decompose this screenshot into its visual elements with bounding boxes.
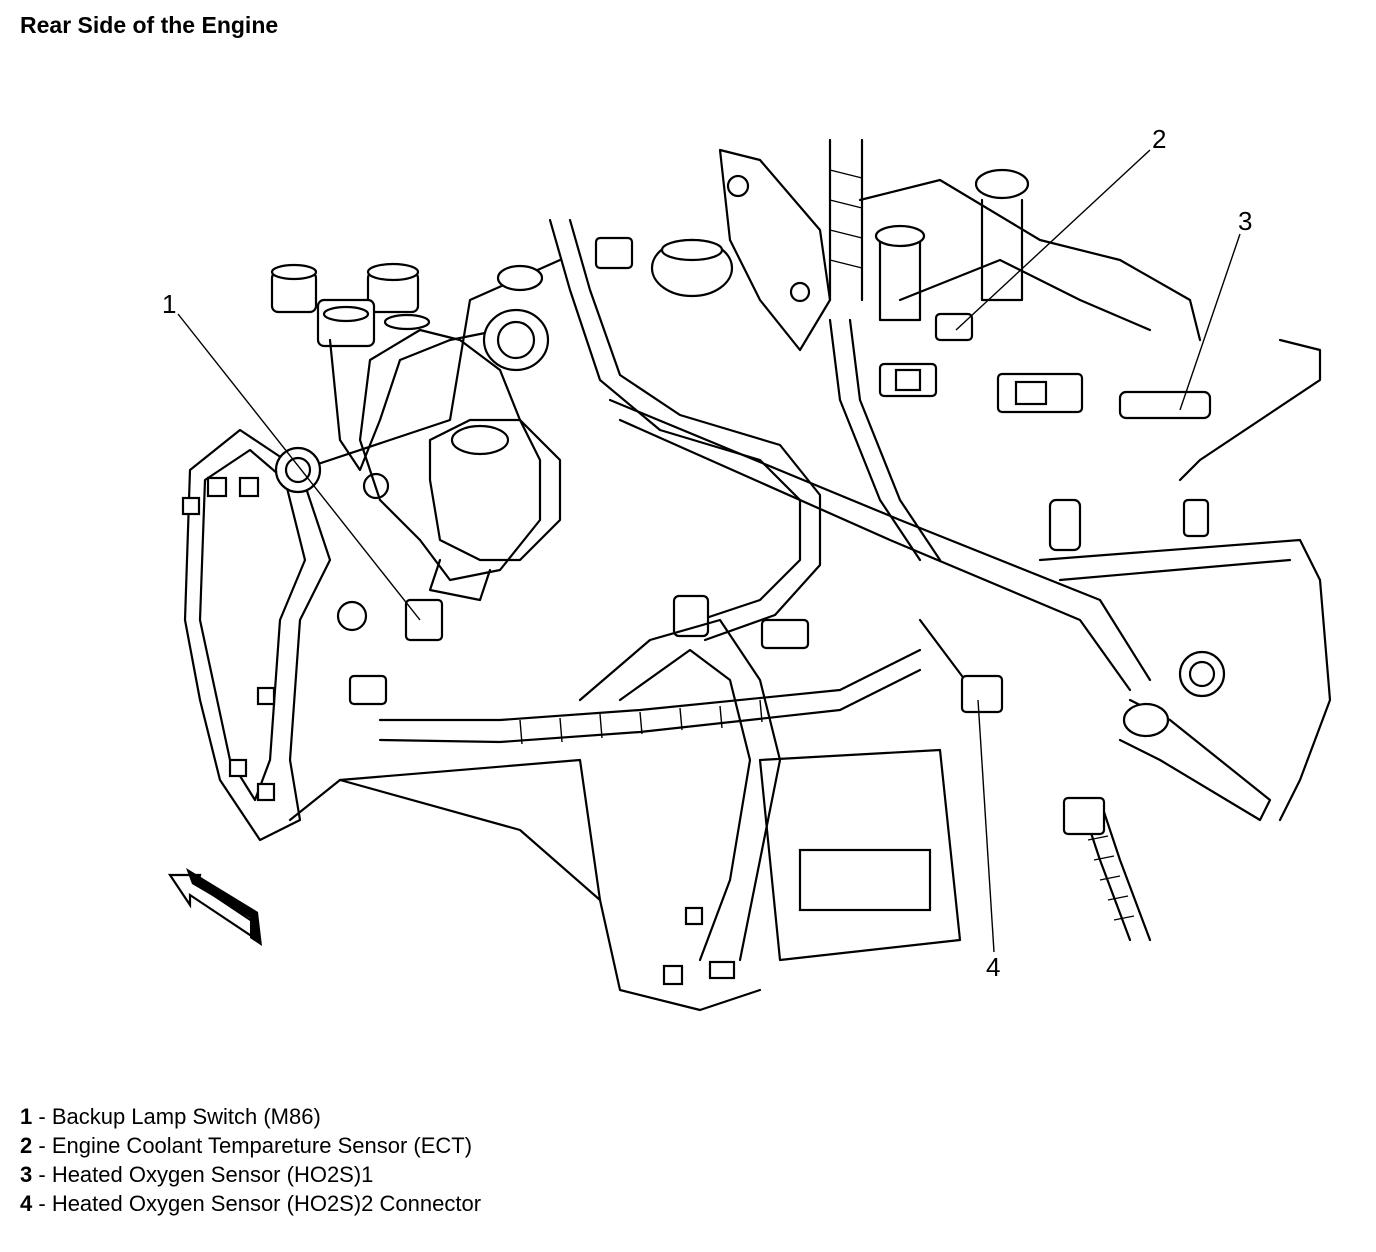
lower-pan: [336, 600, 1226, 962]
legend-item: 4 - Heated Oxygen Sensor (HO2S)2 Connect…: [20, 1189, 481, 1218]
callout-legend: 1 - Backup Lamp Switch (M86) 2 - Engine …: [20, 1102, 481, 1218]
legend-number: 3: [20, 1162, 33, 1187]
callout-number-4: 4: [986, 952, 1000, 982]
coolant-hoses: [828, 138, 1030, 322]
legend-separator: -: [32, 1104, 52, 1129]
bolt-icons: [181, 476, 736, 986]
wiring-harness: [378, 218, 1152, 942]
callout-number-2: 2: [1152, 124, 1166, 154]
upper-block: [594, 148, 1202, 352]
diagram-title: Rear Side of the Engine: [20, 12, 279, 38]
legend-separator: -: [32, 1133, 52, 1158]
legend-label: Backup Lamp Switch (M86): [51, 1104, 321, 1129]
connectors: [348, 312, 1212, 836]
legend-number: 4: [20, 1191, 33, 1216]
callout-leaders: [177, 149, 1241, 953]
shift-housing: [358, 238, 734, 602]
legend-number: 1: [20, 1104, 33, 1129]
legend-item: 2 - Engine Coolant Tempareture Sensor (E…: [20, 1131, 481, 1160]
legend-label: Heated Oxygen Sensor (HO2S)1: [51, 1162, 374, 1187]
mount-towers: [270, 262, 502, 500]
legend-label: Heated Oxygen Sensor (HO2S)2 Connector: [51, 1191, 482, 1216]
transmission-case: [183, 258, 762, 1012]
legend-separator: -: [32, 1162, 52, 1187]
legend-item: 3 - Heated Oxygen Sensor (HO2S)1: [20, 1160, 481, 1189]
legend-label: Engine Coolant Tempareture Sensor (ECT): [51, 1133, 473, 1158]
callout-number-3: 3: [1238, 206, 1252, 236]
callout-number-1: 1: [162, 289, 176, 319]
legend-item: 1 - Backup Lamp Switch (M86): [20, 1102, 481, 1131]
legend-number: 2: [20, 1133, 33, 1158]
direction-arrow-icon: [167, 868, 262, 946]
legend-separator: -: [32, 1191, 52, 1216]
right-block: [1038, 338, 1332, 822]
